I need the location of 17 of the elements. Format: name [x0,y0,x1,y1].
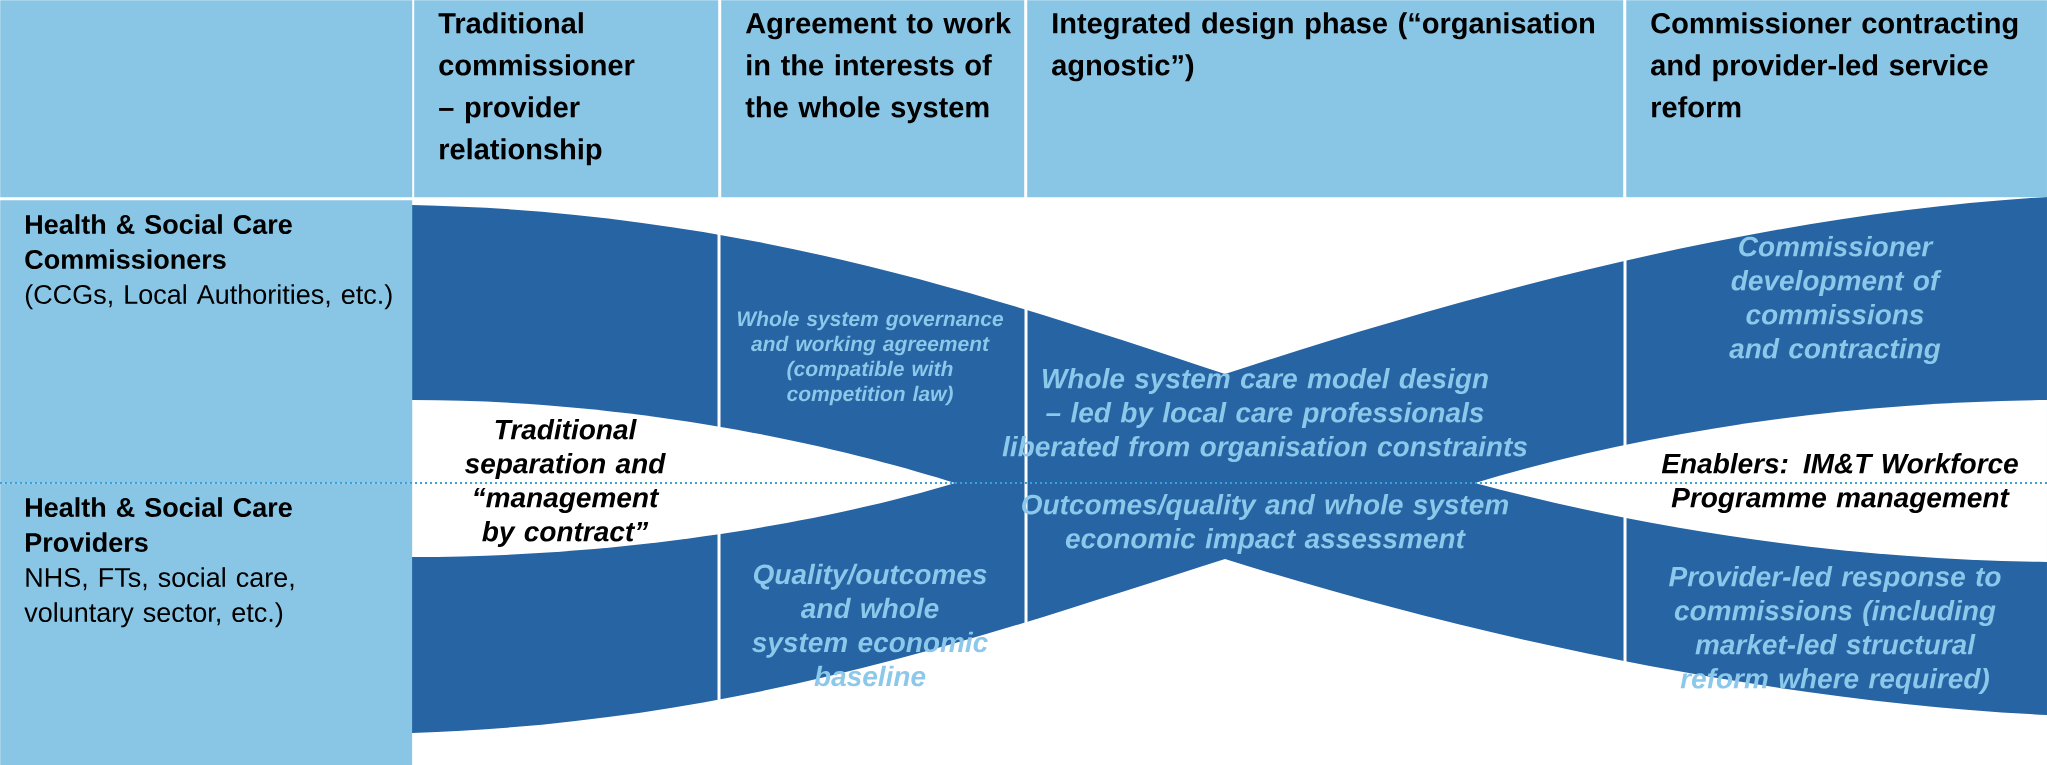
row-header-cell: Health & Social Care Commissioners (CCGs, Local Authorities, etc.) [0,200,413,484]
header-cell: Commissioner contracting and provider-led service reform [1626,0,2047,198]
phase-text: Enablers: IM&T Workforce Programme management [1661,452,2018,514]
node-label: (CCGs, Local Authorities, etc.) [25,284,392,310]
phase-text: Traditional separation and “management by contract” [464,418,666,548]
phase-text: Provider-led response to commissions (including market-led structural reform where required) [1669,565,2001,695]
node-label: Health & Social Care Providers [26,497,292,553]
header-cell: Agreement to work in the interests of the whole system [721,0,1025,198]
header-cell: Integrated design phase (“organisation agnostic”) [1027,0,1624,198]
node-label: NHS, FTs, social care, voluntary sector, etc.) [24,567,294,628]
header-cell [0,0,413,198]
phase-text: Whole system governance and working agreement (compatible with competition law) [737,310,1003,406]
phase-text: Commissioner development of commissions and contracting [1729,235,1942,365]
row-header-cell: Health & Social Care Providers NHS, FTs, social care, voluntary sector, etc.) [0,483,413,765]
node-label: Health & Social Care Commissioners [25,214,292,270]
header-cell: Traditional commissioner – provider relationship [414,0,719,198]
node-label: Traditional commissioner – provider relationship [438,12,635,166]
